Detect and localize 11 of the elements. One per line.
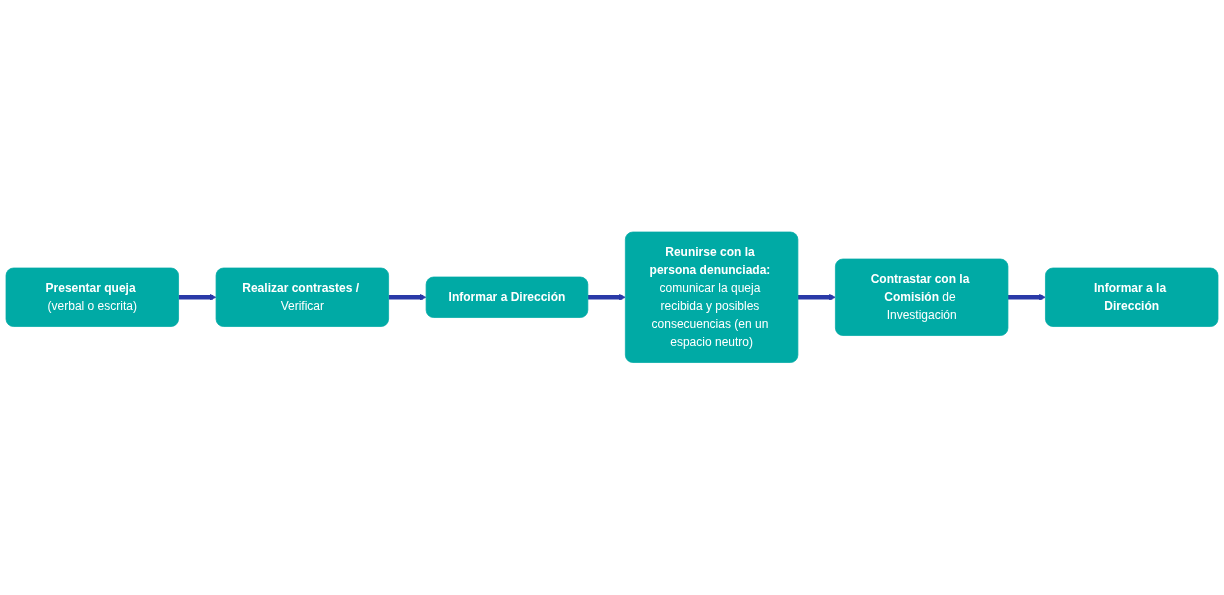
node-box — [835, 258, 1009, 337]
arrow — [388, 294, 427, 301]
node-box — [5, 267, 179, 328]
node-box — [1045, 267, 1219, 328]
arrow — [797, 294, 836, 301]
node-box — [425, 276, 589, 319]
arrow — [178, 294, 217, 301]
arrow — [587, 294, 626, 301]
arrow — [1007, 294, 1046, 301]
node-box — [625, 231, 799, 364]
node-box — [215, 267, 389, 328]
